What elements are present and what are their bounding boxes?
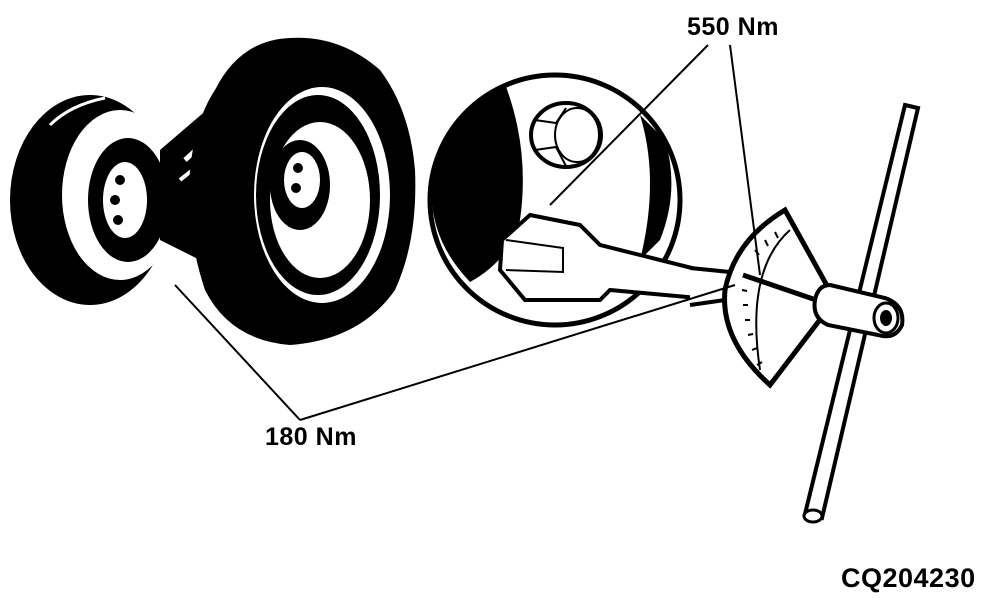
figure-code: CQ204230 [841, 563, 976, 593]
leader-lines [174, 44, 761, 421]
callout-180-nm: 180 Nm [265, 423, 357, 451]
t-handle [802, 102, 921, 524]
small-wheel [10, 83, 178, 305]
callout-550-nm: 550 Nm [687, 13, 779, 41]
large-wheel [189, 37, 416, 346]
torque-dial [722, 206, 838, 389]
magnified-inset [427, 72, 724, 328]
